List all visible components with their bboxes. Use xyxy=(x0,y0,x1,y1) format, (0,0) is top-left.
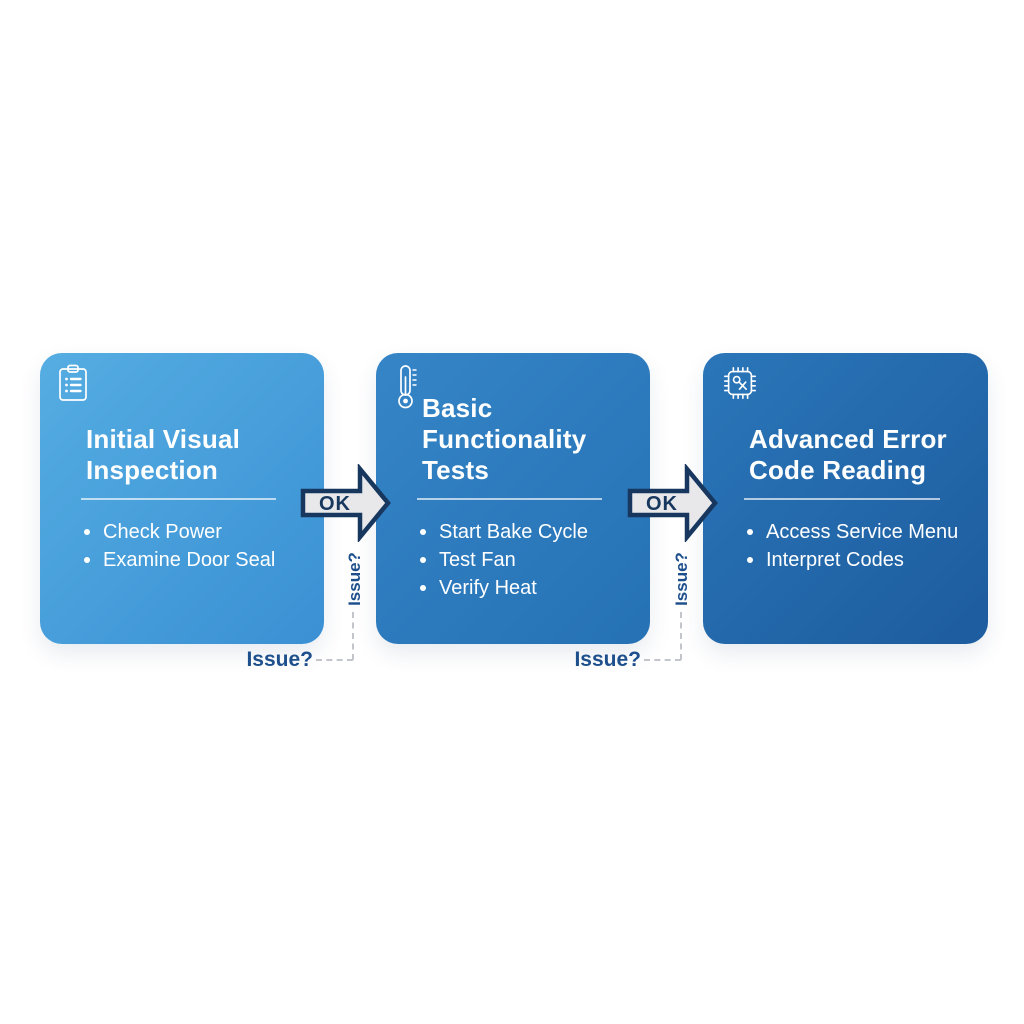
step-card-basic-functionality-tests: Basic Functionality Tests Start Bake Cyc… xyxy=(376,353,650,644)
issue-dashed-line-horizontal xyxy=(316,659,353,661)
bullet-text: Access Service Menu xyxy=(766,521,959,543)
bullet-list: Access Service Menu Interpret Codes xyxy=(747,518,964,574)
bullet-dot xyxy=(747,529,753,535)
bullet-dot xyxy=(747,557,753,563)
bullet-dot xyxy=(420,529,426,535)
bullet-item: Examine Door Seal xyxy=(84,546,300,574)
step-title: Initial Visual Inspection xyxy=(86,424,294,486)
title-divider xyxy=(81,498,276,500)
issue-vertical-label: Issue? xyxy=(672,552,691,606)
thermometer-icon xyxy=(394,364,418,410)
issue-label: Issue? xyxy=(246,648,313,671)
title-divider xyxy=(417,498,602,500)
bullet-item: Test Fan xyxy=(420,546,626,574)
bullet-dot xyxy=(420,585,426,591)
step-title: Advanced Error Code Reading xyxy=(749,424,958,486)
bullet-dot xyxy=(84,557,90,563)
issue-dashed-line-vertical xyxy=(680,612,682,660)
bullet-text: Examine Door Seal xyxy=(103,549,276,571)
bullet-text: Interpret Codes xyxy=(766,549,904,571)
step-card-advanced-error-code-reading: Advanced Error Code Reading Access Servi… xyxy=(703,353,988,644)
issue-dashed-line-horizontal xyxy=(644,659,681,661)
step-title: Basic Functionality Tests xyxy=(422,393,620,486)
bullet-text: Verify Heat xyxy=(439,577,537,599)
bullet-text: Start Bake Cycle xyxy=(439,521,588,543)
title-line: Code Reading xyxy=(749,455,927,485)
issue-label: Issue? xyxy=(574,648,641,671)
bullet-item: Start Bake Cycle xyxy=(420,518,626,546)
title-divider xyxy=(744,498,940,500)
step-card-initial-visual-inspection: Initial Visual Inspection Check Power Ex… xyxy=(40,353,324,644)
arrow-shape xyxy=(627,464,718,542)
bullet-dot xyxy=(420,557,426,563)
clipboard-checklist-icon xyxy=(58,364,88,402)
title-line: Functionality xyxy=(422,424,587,454)
bullet-list: Start Bake Cycle Test Fan Verify Heat xyxy=(420,518,626,602)
chip-icon xyxy=(721,364,759,402)
bullet-item: Access Service Menu xyxy=(747,518,964,546)
arrow-shape xyxy=(300,464,391,542)
title-line: Basic xyxy=(422,393,493,423)
issue-vertical-label: Issue? xyxy=(345,552,364,606)
ok-label: OK xyxy=(646,493,678,515)
ok-arrow: OK xyxy=(300,464,391,542)
bullet-item: Interpret Codes xyxy=(747,546,964,574)
bullet-item: Check Power xyxy=(84,518,300,546)
title-line: Inspection xyxy=(86,455,219,485)
issue-dashed-line-vertical xyxy=(352,612,354,660)
title-line: Initial Visual xyxy=(86,424,241,454)
bullet-item: Verify Heat xyxy=(420,574,626,602)
bullet-text: Test Fan xyxy=(439,549,516,571)
ok-arrow: OK xyxy=(627,464,718,542)
title-line: Advanced Error xyxy=(749,424,947,454)
title-line: Tests xyxy=(422,455,489,485)
bullet-list: Check Power Examine Door Seal xyxy=(84,518,300,574)
bullet-text: Check Power xyxy=(103,521,222,543)
ok-label: OK xyxy=(319,493,351,515)
bullet-dot xyxy=(84,529,90,535)
